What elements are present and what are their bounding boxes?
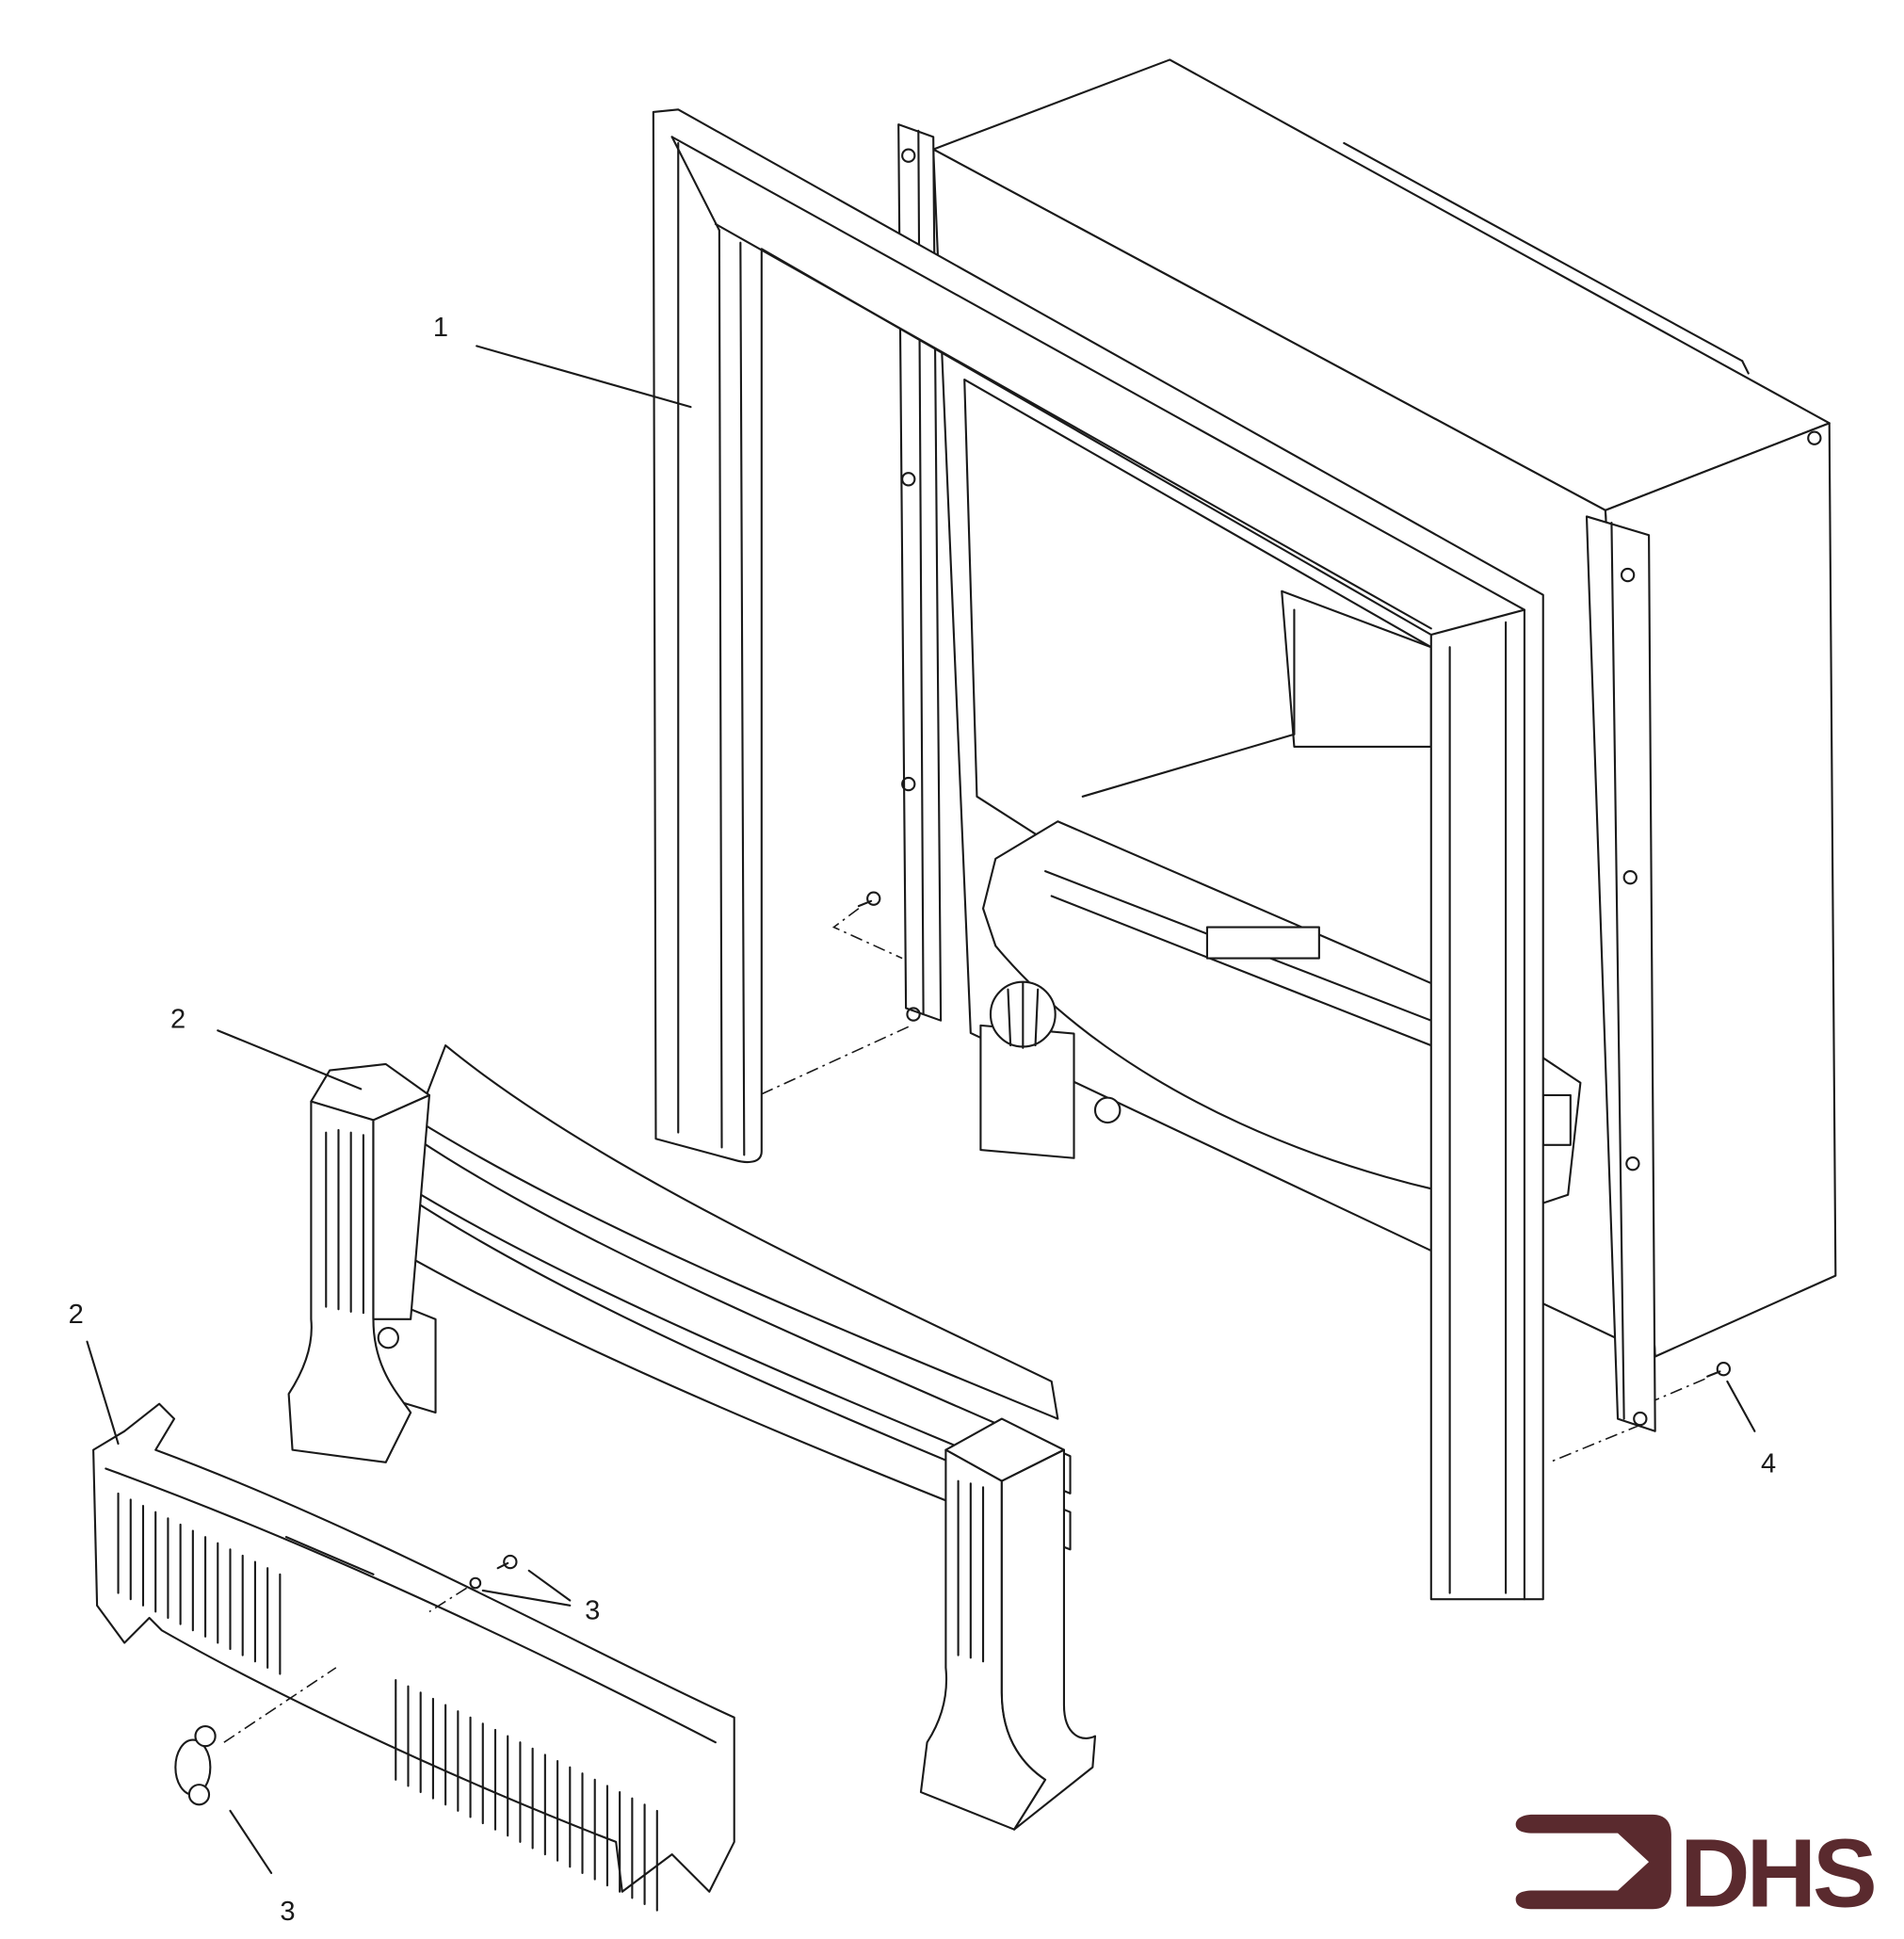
callout-3-knob-label: 3	[280, 1897, 295, 1927]
callout-1-label: 1	[433, 313, 448, 343]
fret-screw	[428, 1554, 518, 1613]
front-fret	[92, 1402, 735, 1912]
screw-left	[758, 891, 910, 1096]
callout-2-basket: 2	[170, 1005, 363, 1091]
fret-knob	[174, 1667, 337, 1806]
callout-3-screw: 3	[481, 1569, 600, 1625]
logo-text: DHS	[1680, 1819, 1874, 1928]
callout-4-label: 4	[1761, 1448, 1776, 1478]
callout-2-fret-label: 2	[69, 1300, 84, 1330]
callout-3-screw-label: 3	[585, 1595, 600, 1625]
callout-4: 4	[1726, 1380, 1776, 1478]
callout-1: 1	[433, 313, 692, 409]
callout-2-basket-label: 2	[170, 1005, 186, 1035]
screw-4	[1549, 1362, 1732, 1463]
front-surround-frame	[652, 108, 1544, 1601]
logo-arrow-icon	[1515, 1814, 1671, 1910]
fret-slots-right	[395, 1679, 658, 1912]
fire-basket	[287, 1044, 1097, 1831]
dhs-logo: DHS	[1515, 1814, 1878, 1928]
fire-box-housing	[897, 58, 1837, 1432]
fret-slots-left	[117, 1492, 282, 1675]
callout-2-fret: 2	[69, 1300, 120, 1446]
callout-3-knob: 3	[229, 1809, 296, 1927]
